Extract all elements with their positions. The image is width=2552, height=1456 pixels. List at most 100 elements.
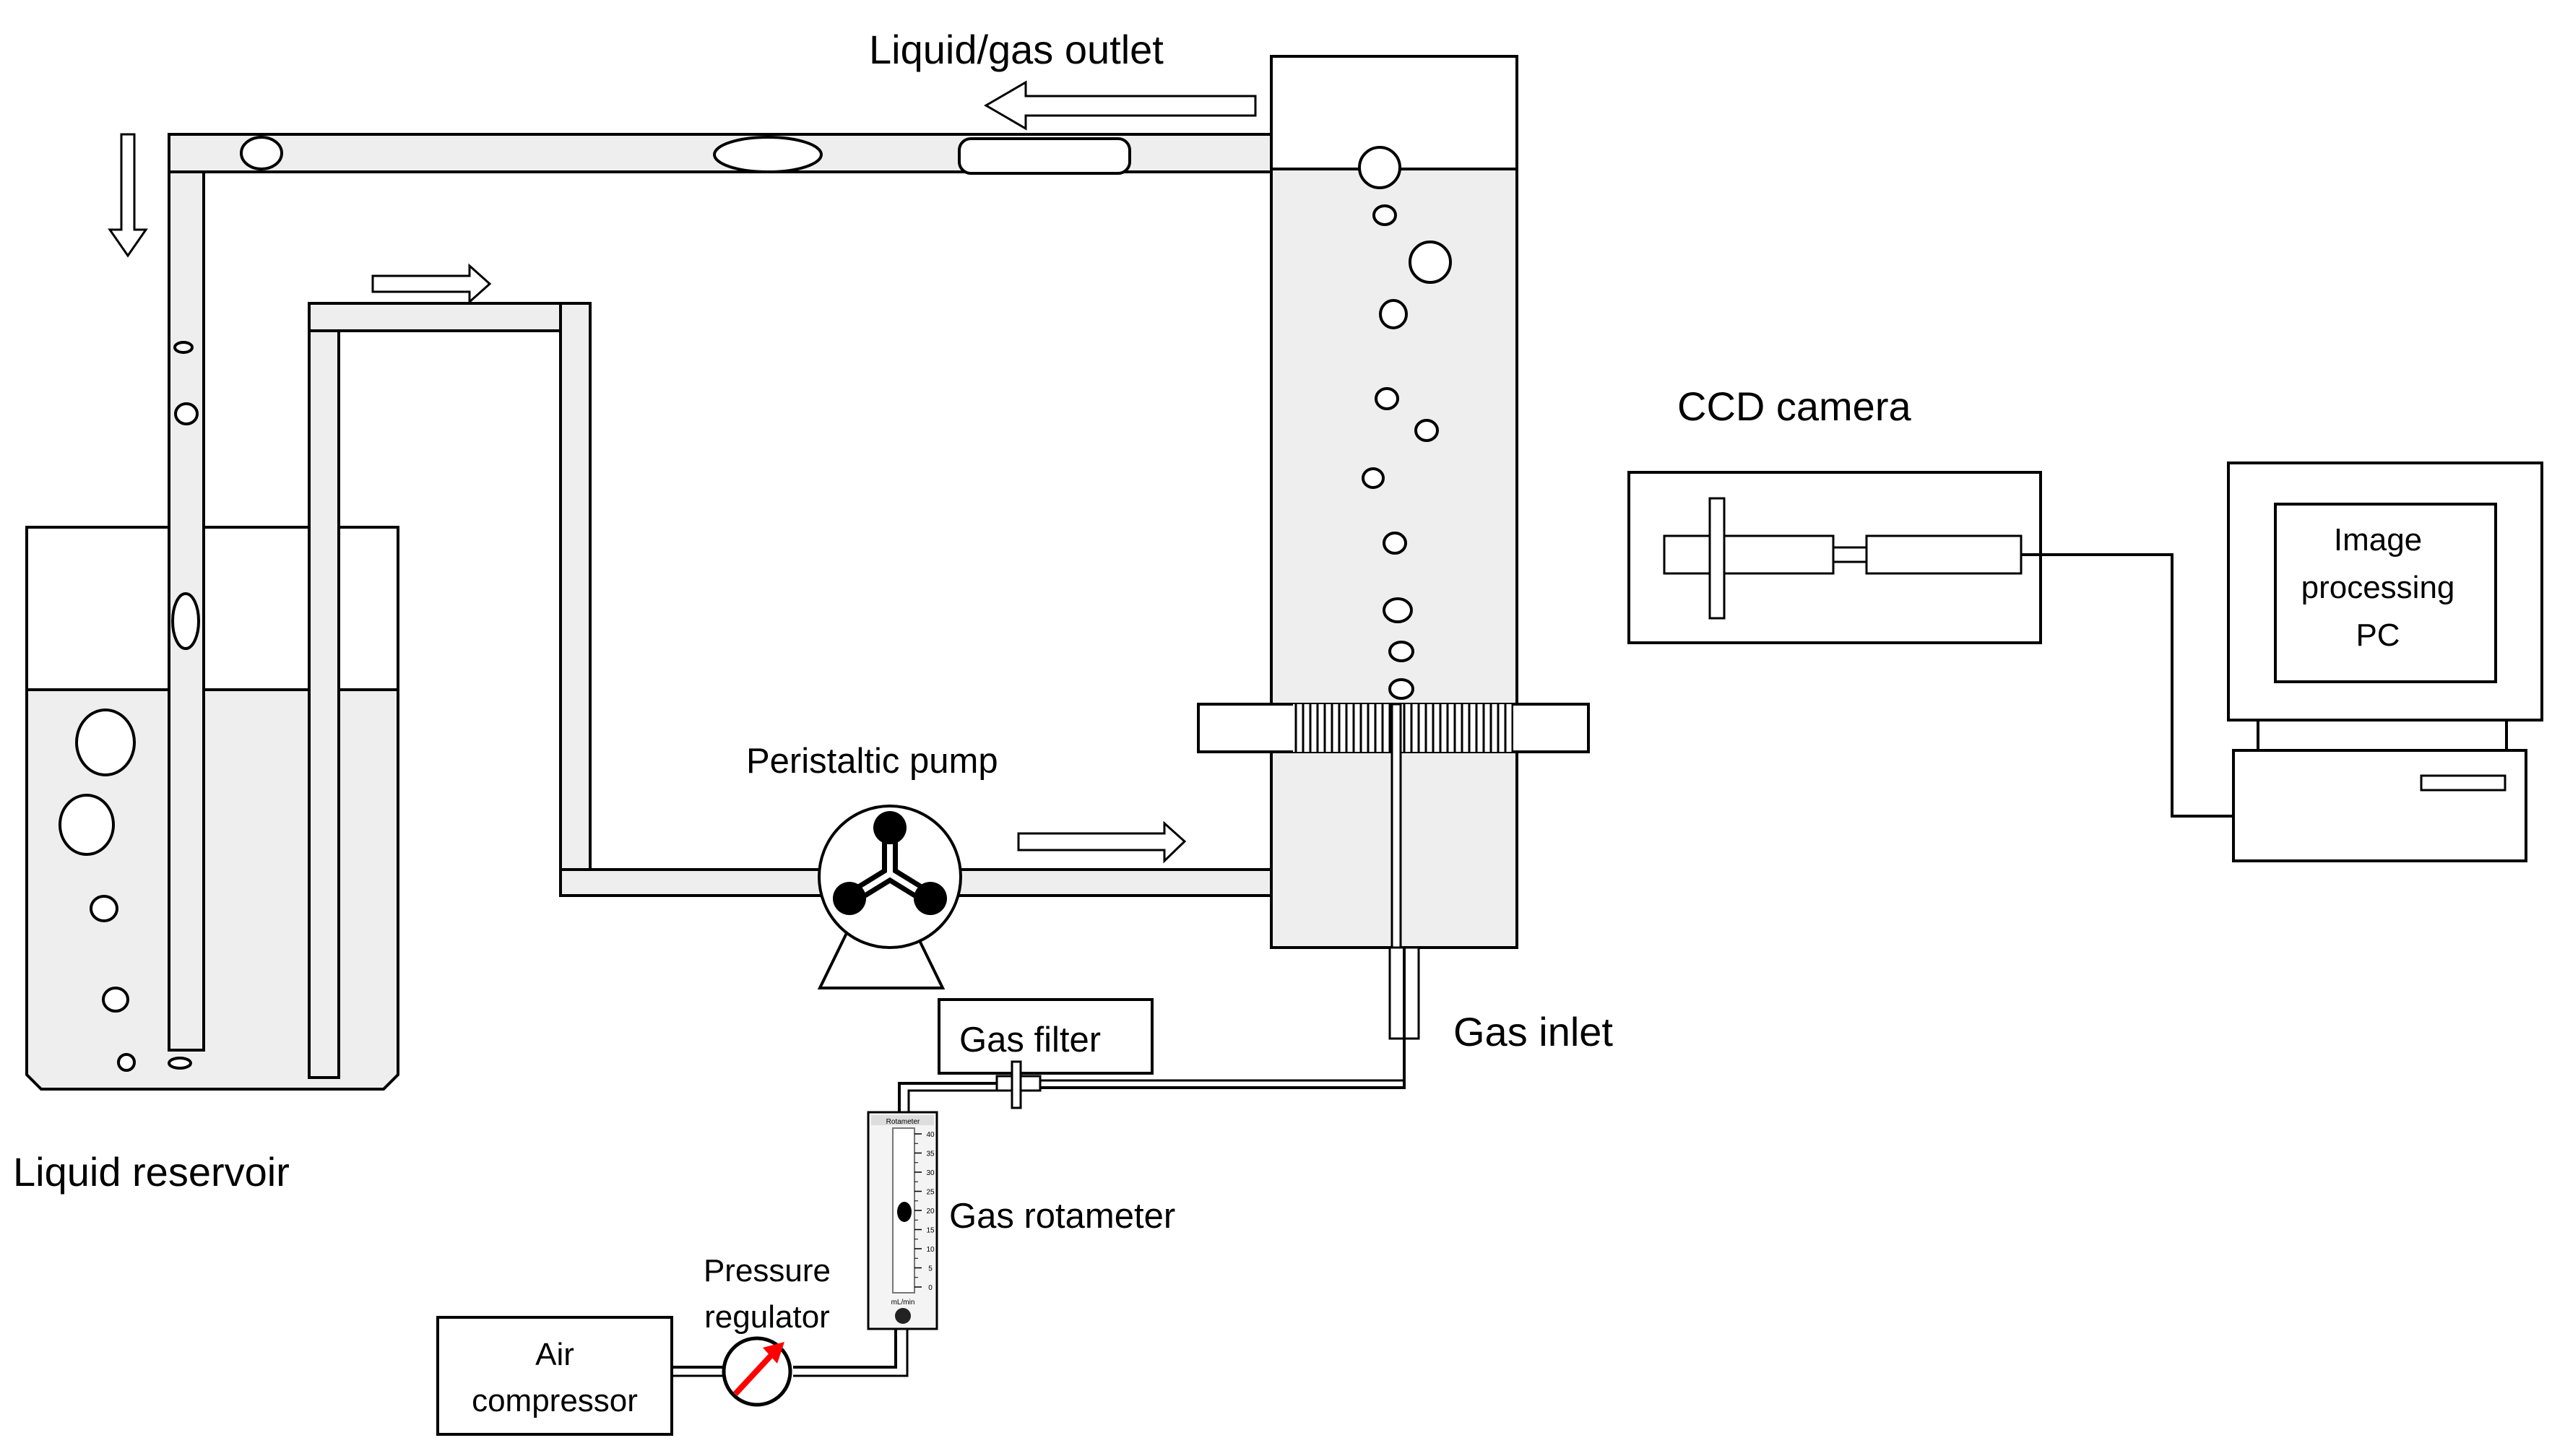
column-headspace bbox=[1270, 55, 1518, 170]
regulator-label-line1: Pressure bbox=[704, 1253, 831, 1288]
pump-label: Peristaltic pump bbox=[746, 742, 998, 781]
pipe-bubble bbox=[171, 592, 200, 650]
gas-rotameter: 40 35 30 25 20 15 10 5 0 bbox=[867, 1111, 938, 1330]
reservoir-bubble bbox=[117, 1053, 136, 1072]
flow-arrows bbox=[108, 80, 1257, 864]
rotameter-scale-label: 40 bbox=[926, 1131, 935, 1139]
rotameter-unit: mL/min bbox=[891, 1299, 915, 1306]
rotameter-scale-label: 15 bbox=[926, 1227, 935, 1235]
rotameter-scale-label: 25 bbox=[926, 1189, 935, 1197]
reservoir-air-space bbox=[25, 526, 399, 691]
feed-pipe bbox=[308, 302, 1273, 1079]
arrow-right-icon bbox=[371, 263, 492, 305]
column-bubble bbox=[1379, 299, 1408, 329]
column-bubble bbox=[1409, 240, 1452, 284]
column-bubble bbox=[1372, 204, 1397, 226]
return-pipe bbox=[168, 133, 1273, 1070]
rotameter-knob bbox=[895, 1308, 911, 1324]
rotameter-scale-label: 0 bbox=[928, 1284, 933, 1292]
column-bubble bbox=[1383, 532, 1407, 555]
rotameter-scale-label: 20 bbox=[926, 1208, 935, 1216]
column-bubble bbox=[1358, 146, 1401, 189]
regulator-needle bbox=[733, 1351, 775, 1396]
regulator-label-line2: regulator bbox=[704, 1299, 830, 1335]
return-pipe-vertical bbox=[168, 133, 205, 1052]
pipe-bubble bbox=[240, 136, 283, 170]
feed-pipe-down bbox=[308, 302, 340, 1079]
rotameter-scale-label: 10 bbox=[926, 1246, 935, 1254]
pipe-bubble bbox=[174, 402, 199, 425]
arrow-down-icon bbox=[108, 133, 148, 258]
pc-label-line2: processing bbox=[2301, 570, 2455, 605]
rotameter-header bbox=[871, 1115, 934, 1125]
pipe-bubble bbox=[168, 1057, 192, 1070]
gas-line bbox=[907, 1089, 997, 1116]
pc-tower bbox=[2232, 749, 2527, 862]
arrow-right-icon bbox=[1017, 820, 1187, 864]
gas-inlet-tube bbox=[1026, 703, 1420, 1089]
pump-outlet-pipe bbox=[952, 868, 1273, 897]
pc-label-line3: PC bbox=[2356, 618, 2400, 653]
air-compressor-box bbox=[436, 1316, 673, 1436]
camera-lens bbox=[1663, 534, 1835, 575]
image-processing-pc bbox=[2227, 462, 2543, 862]
camera-cable bbox=[2021, 553, 2233, 818]
column-bubble bbox=[1383, 597, 1413, 623]
feed-pipe-bottom bbox=[559, 868, 868, 897]
camera-coupler bbox=[1832, 546, 1868, 563]
feed-pipe-right bbox=[559, 302, 592, 897]
regulator-needle-head bbox=[763, 1342, 784, 1364]
distributor-mesh bbox=[1293, 704, 1513, 752]
pc-screen bbox=[2274, 503, 2497, 683]
rotameter-float bbox=[897, 1202, 912, 1222]
rotameter-scale-label: 35 bbox=[926, 1150, 935, 1158]
column-bubble bbox=[1362, 467, 1385, 489]
rotameter-title: Rotameter bbox=[886, 1118, 920, 1126]
liquid-reservoir bbox=[25, 526, 399, 1091]
peristaltic-pump bbox=[817, 805, 962, 989]
column-bubble bbox=[1388, 678, 1414, 700]
gas-inlet-label: Gas inlet bbox=[1453, 1009, 1613, 1054]
pc-disk-drive bbox=[2420, 774, 2506, 792]
column-bubble bbox=[1388, 641, 1414, 662]
reservoir-label: Liquid reservoir bbox=[13, 1149, 290, 1195]
pipe-bubble bbox=[173, 341, 194, 354]
camera-body bbox=[1865, 534, 2023, 575]
arrow-left-icon bbox=[984, 80, 1257, 131]
pipe-bubble bbox=[958, 137, 1131, 175]
air-line bbox=[672, 1329, 909, 1377]
pc-monitor-stand bbox=[2257, 719, 2508, 752]
pump-roller bbox=[873, 811, 907, 844]
column-bubble bbox=[1414, 419, 1439, 442]
rotameter-label: Gas rotameter bbox=[949, 1197, 1175, 1236]
rotameter-scale-label: 5 bbox=[928, 1265, 933, 1273]
rotameter-scale-label: 30 bbox=[926, 1169, 935, 1177]
pipe-bubble bbox=[713, 136, 823, 173]
compressor-label-line2: compressor bbox=[472, 1383, 638, 1418]
column-bubble bbox=[1375, 387, 1399, 410]
feed-pipe-top bbox=[308, 302, 590, 332]
reservoir-bubble bbox=[90, 895, 118, 922]
pump-roller bbox=[833, 882, 866, 915]
reservoir-bubble bbox=[102, 987, 129, 1013]
pressure-regulator bbox=[722, 1336, 792, 1407]
camera-label: CCD camera bbox=[1677, 384, 1911, 429]
pc-label-line1: Image bbox=[2334, 522, 2422, 558]
gas-filter-label: Gas filter bbox=[959, 1020, 1101, 1060]
gas-line bbox=[898, 1082, 997, 1116]
gas-filter bbox=[898, 998, 1154, 1116]
ccd-camera bbox=[1627, 471, 2233, 818]
gas-line bbox=[1033, 948, 1406, 1082]
reservoir-bubble bbox=[59, 794, 115, 856]
outlet-label: Liquid/gas outlet bbox=[869, 27, 1164, 72]
camera-lens-ring bbox=[1708, 497, 1726, 620]
filter-cap bbox=[1011, 1060, 1022, 1109]
pump-roller bbox=[914, 882, 947, 915]
gas-filter-box bbox=[938, 998, 1154, 1075]
air-compressor bbox=[436, 1316, 673, 1436]
reservoir-bubble bbox=[75, 708, 136, 776]
compressor-label-line1: Air bbox=[535, 1337, 574, 1372]
air-line-tube bbox=[793, 1329, 909, 1377]
